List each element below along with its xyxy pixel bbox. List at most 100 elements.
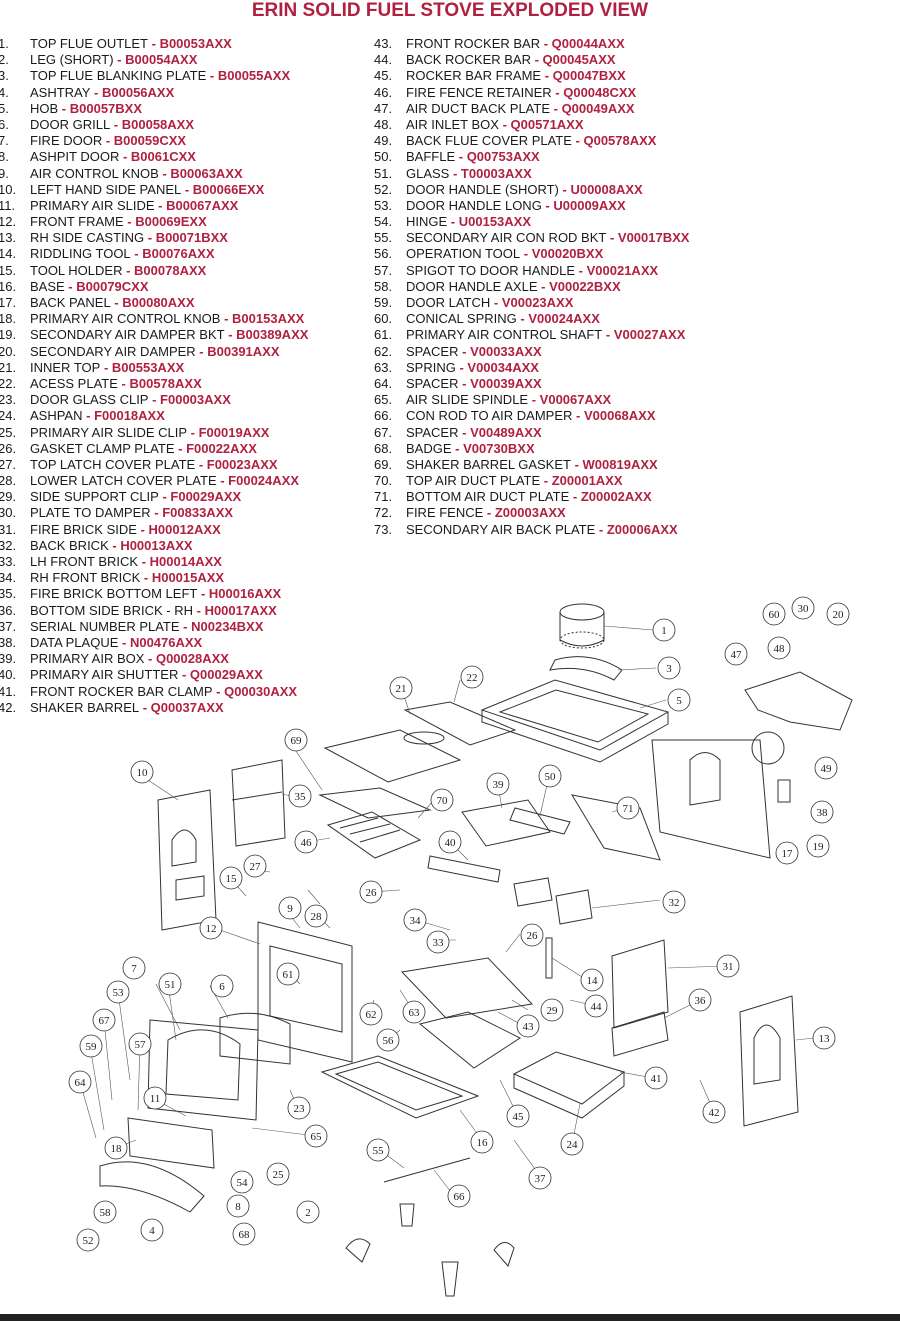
part-name: SECONDARY AIR DAMPER BKT	[30, 327, 225, 343]
callout-49: 49	[814, 756, 838, 780]
part-code: Q00045AXX	[542, 52, 616, 68]
part-separator: -	[181, 181, 193, 197]
callout-label: 11	[150, 1093, 161, 1105]
part-code: Q00028AXX	[155, 651, 229, 667]
part-code: U00008AXX	[570, 181, 643, 197]
part-row: 70.TOP AIR DUCT PLATE - Z00001AXX	[374, 473, 689, 489]
callout-40: 40	[438, 830, 462, 854]
part-row: 51.GLASS - T00003AXX	[374, 166, 689, 182]
part-separator: -	[212, 683, 225, 699]
part-code: Q00047BXX	[552, 68, 626, 84]
callout-label: 17	[782, 848, 794, 860]
callout-label: 48	[774, 643, 786, 655]
callout-label: 36	[695, 995, 707, 1007]
part-separator: -	[595, 521, 607, 537]
part-code: B00153AXX	[232, 311, 305, 327]
part-shaker-gasket	[318, 787, 432, 819]
callout-label: 53	[113, 987, 125, 999]
part-name: AIR DUCT BACK PLATE	[406, 100, 550, 116]
part-name: LOWER LATCH COVER PLATE	[30, 473, 217, 489]
callout-label: 2	[305, 1207, 311, 1219]
part-leg	[441, 1261, 459, 1297]
callout-circle	[584, 994, 608, 1018]
callout-12: 12	[199, 916, 223, 940]
part-number: 4.	[0, 84, 9, 100]
callout-62: 62	[359, 1002, 383, 1026]
callout-circle	[304, 1124, 328, 1148]
callout-1: 1	[652, 618, 676, 642]
part-separator: -	[139, 699, 151, 715]
part-row: 58.DOOR HANDLE AXLE - V00022BXX	[374, 279, 689, 295]
part-separator: -	[148, 36, 160, 51]
callout-label: 32	[669, 897, 680, 909]
callout-23: 23	[287, 1096, 311, 1120]
part-row: 53.DOOR HANDLE LONG - U00009AXX	[374, 198, 689, 214]
callout-59: 59	[79, 1034, 103, 1058]
callout-label: 56	[383, 1035, 395, 1047]
part-number: 71.	[374, 489, 393, 505]
part-name: BOTTOM SIDE BRICK - RH	[30, 602, 193, 618]
part-back-brick	[513, 877, 593, 925]
part-code: B00055AXX	[217, 68, 291, 84]
callout-44: 44	[584, 994, 608, 1018]
part-separator: -	[571, 133, 584, 149]
callout-circle	[359, 1002, 383, 1026]
part-number: 26.	[0, 440, 17, 456]
callout-circle	[304, 904, 328, 928]
part-separator: -	[118, 634, 130, 650]
part-separator: -	[575, 262, 587, 278]
callout-circle	[470, 1130, 494, 1154]
callout-circle	[767, 636, 791, 660]
part-name: FIRE BRICK BOTTOM LEFT	[30, 586, 198, 602]
callout-label: 31	[723, 961, 734, 973]
callout-circle	[702, 1100, 726, 1124]
callout-13: 13	[812, 1026, 836, 1050]
part-separator: -	[447, 214, 459, 230]
part-number: 44.	[374, 52, 393, 68]
part-row: 21.INNER TOP - B00553AXX	[0, 360, 308, 376]
callout-label: 10	[137, 767, 149, 779]
callout-25: 25	[266, 1162, 290, 1186]
part-code: B00578AXX	[129, 375, 202, 391]
part-separator: -	[64, 278, 77, 294]
part-number: 58.	[374, 278, 393, 294]
callout-label: 34	[410, 915, 422, 927]
part-name: SPIGOT TO DOOR HANDLE	[406, 262, 576, 278]
callout-50: 50	[538, 764, 562, 788]
part-riddling-tool	[545, 937, 553, 979]
part-number: 67.	[374, 424, 393, 440]
callout-circle	[580, 968, 604, 992]
callout-circle	[68, 1070, 92, 1094]
part-name: CON ROD TO AIR DAMPER	[406, 408, 573, 424]
part-number: 49.	[374, 133, 393, 149]
callout-30: 30	[791, 596, 815, 620]
part-name: PRIMARY AIR CONTROL SHAFT	[406, 327, 603, 343]
part-number: 57.	[374, 262, 393, 278]
part-number: 65.	[374, 392, 393, 408]
part-name: TOP AIR DUCT PLATE	[406, 473, 541, 489]
callout-circle	[278, 896, 302, 920]
part-row: 32.BACK BRICK - H00013AXX	[0, 538, 308, 554]
part-leg-short	[493, 1242, 515, 1267]
part-separator: -	[206, 68, 218, 84]
part-row: 72.FIRE FENCE - Z00003AXX	[374, 505, 689, 521]
callout-circle	[662, 890, 686, 914]
part-name: ACESS PLATE	[30, 375, 118, 391]
part-separator: -	[449, 165, 461, 181]
part-separator: -	[224, 327, 237, 343]
part-name: AIR INLET BOX	[406, 116, 499, 132]
part-separator: -	[144, 651, 156, 667]
part-number: 52.	[374, 181, 393, 197]
part-name: DATA PLAQUE	[30, 634, 119, 650]
part-name: TOP FLUE OUTLET	[30, 36, 148, 51]
callout-circle	[644, 1066, 668, 1090]
part-row: 61.PRIMARY AIR CONTROL SHAFT - V00027AXX	[374, 327, 689, 343]
part-name: FRONT ROCKER BAR	[406, 36, 541, 51]
part-row: 41.FRONT ROCKER BAR CLAMP - Q00030AXX	[0, 684, 308, 700]
part-number: 30.	[0, 505, 17, 521]
callout-circle	[402, 1000, 426, 1024]
part-number: 25.	[0, 424, 17, 440]
part-number: 23.	[0, 392, 17, 408]
part-separator: -	[136, 521, 149, 537]
part-separator: -	[154, 197, 167, 213]
